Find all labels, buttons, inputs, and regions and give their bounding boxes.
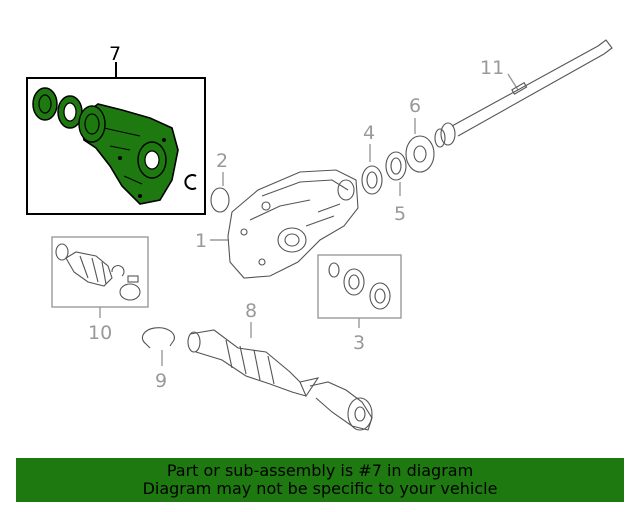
part-3-group[interactable]: 3 (317, 254, 402, 354)
callout-11: 11 (480, 57, 504, 79)
part-7-bearing (57, 95, 83, 129)
part-11-shaft (434, 39, 613, 148)
callout-2: 2 (216, 150, 228, 172)
callout-7: 7 (109, 43, 121, 65)
part-4-group[interactable]: 4 (361, 122, 383, 195)
part-8-axle (187, 329, 373, 431)
part-3-oring (328, 262, 340, 278)
parts-diagram: 7 1 (26, 39, 613, 431)
part-2-group[interactable]: 2 (210, 150, 230, 213)
callout-3: 3 (353, 332, 365, 354)
part-5-group[interactable]: 5 (385, 151, 407, 225)
part-9-circlip (141, 327, 175, 349)
banner-line-2: Diagram may not be specific to your vehi… (142, 479, 498, 498)
part-9-group[interactable]: 9 (141, 327, 175, 392)
part-1-housing (227, 169, 359, 279)
part-6-washer (405, 135, 435, 173)
part-6-group[interactable]: 6 (405, 95, 435, 173)
part-7-seal (32, 87, 58, 121)
callout-4: 4 (363, 122, 375, 144)
part-10-clamp-small (111, 265, 125, 277)
part-10-clamp-large (119, 275, 141, 301)
banner-line-1: Part or sub-assembly is #7 in diagram (166, 461, 474, 480)
callout-5: 5 (394, 203, 406, 225)
part-3-bearing (343, 268, 365, 296)
part-1-group[interactable]: 1 (195, 169, 359, 279)
callout-8: 8 (245, 300, 257, 322)
part-2-oring (210, 187, 230, 213)
part-8-group[interactable]: 8 (187, 300, 373, 431)
part-7-group[interactable]: 7 (26, 43, 206, 215)
callout-9: 9 (155, 370, 167, 392)
callout-1: 1 (195, 230, 207, 252)
callout-10: 10 (88, 322, 112, 344)
part-5-seal (385, 151, 407, 181)
part-11-group[interactable]: 11 (434, 39, 613, 148)
part-4-shim (361, 165, 383, 195)
part-10-boot (55, 243, 113, 287)
callout-6: 6 (409, 95, 421, 117)
info-banner: Part or sub-assembly is #7 in diagram Di… (16, 458, 624, 502)
part-7-snap-ring (184, 174, 197, 190)
part-10-group[interactable]: 10 (51, 236, 149, 344)
part-3-seal (369, 282, 391, 310)
part-7-housing (78, 103, 179, 205)
